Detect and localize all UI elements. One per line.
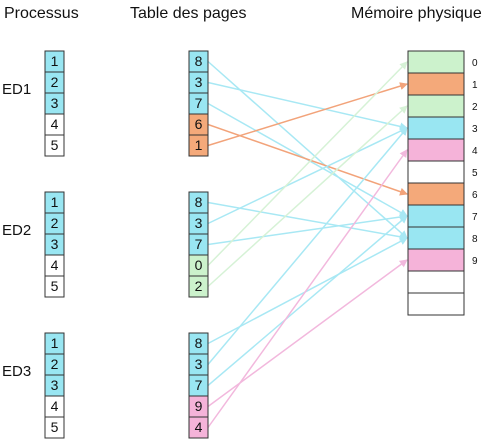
mapping-arrow (207, 127, 408, 365)
mapping-arrow (207, 82, 408, 147)
memory-frame (407, 248, 465, 272)
page-table-frame-number: 7 (195, 95, 203, 111)
memory-frame-index: 6 (472, 190, 478, 201)
page-table-frame-number: 7 (195, 377, 203, 393)
process-page-cell (44, 134, 65, 157)
process-page-label: 1 (51, 335, 59, 351)
page-table-frame-number: 0 (195, 257, 203, 273)
boxes-layer: 0123456789ED11234583761ED21234583702ED31… (2, 50, 478, 439)
process-page-label: 1 (51, 53, 59, 69)
processes-header: Processus (4, 5, 79, 22)
process-page-cell (44, 275, 65, 298)
memory-frame-index: 4 (472, 146, 478, 157)
mapping-arrow (207, 105, 408, 288)
process-page-label: 3 (51, 236, 59, 252)
memory-frame (407, 160, 465, 184)
process-name: ED3 (2, 363, 31, 380)
memory-frame-index: 1 (472, 80, 478, 91)
page-table-frame-number: 8 (195, 53, 203, 69)
mapping-arrows (207, 60, 408, 428)
process-page-label: 5 (51, 137, 59, 153)
process-page-label: 2 (51, 74, 59, 90)
process-page-label: 4 (51, 257, 59, 273)
process-page-label: 5 (51, 278, 59, 294)
mapping-arrow (207, 127, 408, 225)
memory-frame-index: 8 (472, 234, 478, 245)
memory-frame (407, 292, 465, 316)
process-name: ED1 (2, 81, 31, 98)
page-table-frame-number: 3 (195, 356, 203, 372)
memory-frame (407, 50, 465, 74)
mapping-arrow (207, 61, 408, 267)
memory-frame (407, 226, 465, 250)
process-page-cell (44, 416, 65, 439)
mapping-arrow (207, 81, 408, 131)
page-table-entry (188, 416, 209, 439)
page-table-frame-number: 8 (195, 335, 203, 351)
page-tables-header: Table des pages (130, 5, 247, 22)
mapping-arrow (207, 213, 408, 246)
memory-frame (407, 182, 465, 206)
process-page-label: 3 (51, 95, 59, 111)
process-page-label: 4 (51, 116, 59, 132)
memory-frame-index: 7 (472, 212, 478, 223)
page-table-entry (188, 134, 209, 157)
physical-memory-header: Mémoire physique (351, 5, 482, 22)
process-page-label: 3 (51, 377, 59, 393)
page-table-frame-number: 3 (195, 215, 203, 231)
page-table-frame-number: 3 (195, 74, 203, 90)
mapping-arrow (207, 215, 408, 387)
process-page-label: 5 (51, 419, 59, 435)
mapping-arrow (207, 237, 408, 345)
memory-frame-index: 9 (472, 256, 478, 267)
process-page-label: 4 (51, 398, 59, 414)
mapping-arrow (207, 149, 408, 428)
page-table-frame-number: 7 (195, 236, 203, 252)
memory-frame (407, 138, 465, 162)
mapping-arrow (207, 123, 408, 196)
process-page-label: 2 (51, 215, 59, 231)
page-table-frame-number: 2 (195, 278, 203, 294)
page-table-frame-number: 1 (195, 137, 203, 153)
memory-frame (407, 116, 465, 140)
mapping-arrow (207, 259, 408, 408)
memory-frame-index: 0 (472, 58, 478, 69)
mapping-arrow (207, 201, 408, 241)
page-table-frame-number: 9 (195, 398, 203, 414)
memory-frame-index: 5 (472, 168, 478, 179)
page-table-frame-number: 6 (195, 116, 203, 132)
process-page-label: 2 (51, 356, 59, 372)
memory-frame (407, 72, 465, 96)
process-name: ED2 (2, 222, 31, 239)
memory-frame-index: 2 (472, 102, 478, 113)
process-page-label: 1 (51, 194, 59, 210)
page-table-entry (188, 275, 209, 298)
memory-frame (407, 204, 465, 228)
page-table-frame-number: 4 (195, 419, 203, 435)
memory-frame (407, 94, 465, 118)
mapping-arrow (207, 60, 408, 239)
memory-frame-index: 3 (472, 124, 478, 135)
page-table-frame-number: 8 (195, 194, 203, 210)
memory-frame (407, 270, 465, 294)
